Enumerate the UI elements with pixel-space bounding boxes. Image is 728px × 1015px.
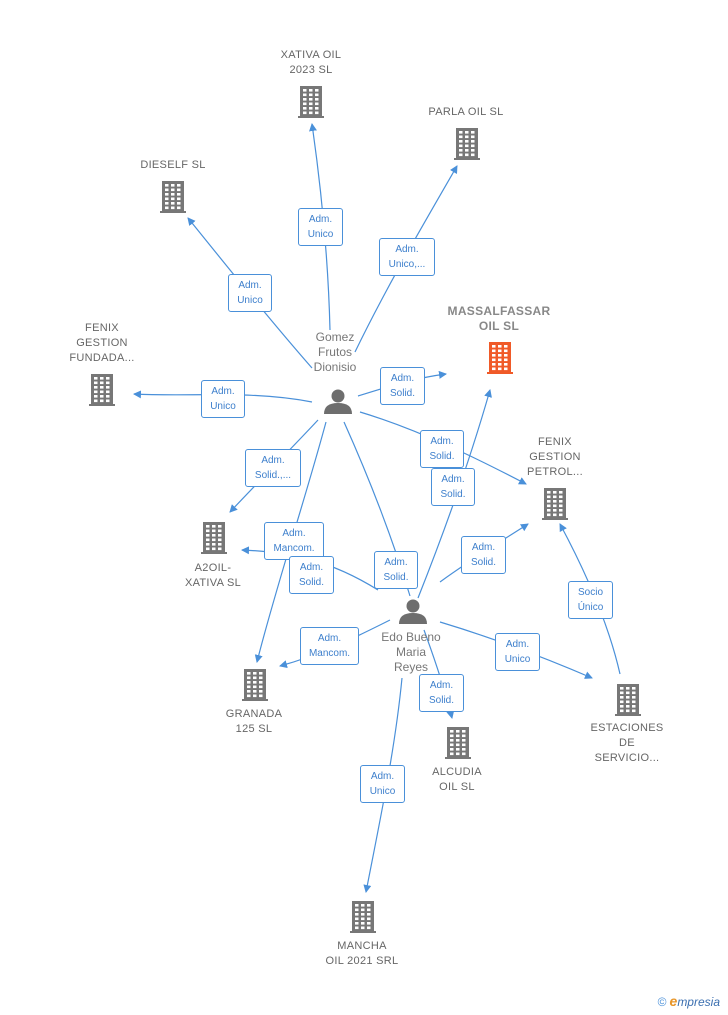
edge-label-gomez-xativa[interactable]: Adm. Unico <box>298 208 343 246</box>
brand-initial: e <box>669 993 678 1009</box>
company-label: MANCHA OIL 2021 SRL <box>325 940 399 967</box>
company-label: ALCUDIA OIL SL <box>432 766 482 793</box>
mancha-oil-2021-building-icon <box>350 901 376 933</box>
company-fenix-gestion-fundada[interactable]: FENIX GESTION FUNDADA... <box>69 321 134 366</box>
estaciones-de-servicio-building-icon <box>615 684 641 716</box>
company-granada-125[interactable]: GRANADA 125 SL <box>226 707 283 737</box>
company-a2oil-xativa[interactable]: A2OIL- XATIVA SL <box>185 561 241 591</box>
company-estaciones-de-servicio[interactable]: ESTACIONES DE SERVICIO... <box>590 721 663 766</box>
edge-label-gomez-a2oil[interactable]: Adm. Solid.,... <box>245 449 301 487</box>
edge-label-gomez-granada[interactable]: Adm. Mancom. <box>264 522 324 560</box>
person-gomez-frutos-dionisio[interactable]: Gomez Frutos Dionisio <box>314 330 357 375</box>
company-label: DIESELF SL <box>140 159 206 171</box>
company-label: MASSALFASSAR OIL SL <box>447 304 551 333</box>
massalfassar-oil-building-icon <box>487 342 513 374</box>
edge-label-gomez-dieself[interactable]: Adm. Unico <box>228 274 272 312</box>
copyright-icon: © <box>657 995 667 1009</box>
edge-label-gomez-massalfassar[interactable]: Adm. Solid. <box>380 367 425 405</box>
edge-label-edo-fenix-petrol[interactable]: Adm. Solid. <box>461 536 506 574</box>
xativa-oil-building-icon <box>298 86 324 118</box>
edge-label-edo-massalfassar[interactable]: Adm. Solid. <box>431 468 475 506</box>
edo-bueno-maria-reyes-person-icon <box>399 599 427 624</box>
company-parla-oil[interactable]: PARLA OIL SL <box>428 105 503 120</box>
dieself-building-icon <box>160 181 186 213</box>
a2oil-xativa-building-icon <box>201 522 227 554</box>
company-massalfassar-oil[interactable]: MASSALFASSAR OIL SL <box>448 304 551 334</box>
edge-label-edo-granada[interactable]: Adm. Mancom. <box>300 627 359 665</box>
company-xativa-oil[interactable]: XATIVA OIL 2023 SL <box>281 48 342 78</box>
brand-name: mpresia <box>677 995 720 1009</box>
edge-label-gomez-parla[interactable]: Adm. Unico,... <box>379 238 435 276</box>
company-label: PARLA OIL SL <box>428 106 504 118</box>
company-fenix-gestion-petrol[interactable]: FENIX GESTION PETROL... <box>527 435 583 480</box>
edge-label-edo-alcudia[interactable]: Adm. Solid. <box>419 674 464 712</box>
company-label: FENIX GESTION FUNDADA... <box>69 322 135 364</box>
empresia-logo[interactable]: ©empresia <box>658 993 720 1009</box>
edge-label-gomez-fenix-petrol[interactable]: Adm. Solid. <box>420 430 464 468</box>
fenix-gestion-fundada-building-icon <box>89 374 115 406</box>
company-label: ESTACIONES DE SERVICIO... <box>590 722 664 764</box>
person-label: Edo Bueno Maria Reyes <box>381 630 441 674</box>
person-edo-bueno-maria-reyes[interactable]: Edo Bueno Maria Reyes <box>381 630 440 675</box>
company-label: A2OIL- XATIVA SL <box>184 562 242 589</box>
edge-label-edo-a2oil[interactable]: Adm. Solid. <box>289 556 334 594</box>
edge-label-edo-estaciones[interactable]: Adm. Unico <box>495 633 540 671</box>
parla-oil-building-icon <box>454 128 480 160</box>
fenix-gestion-petrol-building-icon <box>542 488 568 520</box>
edge-label-gomez-edo[interactable]: Adm. Solid. <box>374 551 418 589</box>
company-label: FENIX GESTION PETROL... <box>527 436 583 478</box>
company-mancha-oil-2021[interactable]: MANCHA OIL 2021 SRL <box>326 939 399 969</box>
granada-125-building-icon <box>242 669 268 701</box>
company-alcudia-oil[interactable]: ALCUDIA OIL SL <box>432 765 482 795</box>
edge-label-edo-mancha[interactable]: Adm. Unico <box>360 765 405 803</box>
edge-label-estaciones-fenix[interactable]: Socio Único <box>568 581 613 619</box>
gomez-frutos-dionisio-person-icon <box>324 389 352 414</box>
company-dieself[interactable]: DIESELF SL <box>140 158 205 173</box>
company-label: XATIVA OIL 2023 SL <box>280 49 342 76</box>
alcudia-oil-building-icon <box>445 727 471 759</box>
company-label: GRANADA 125 SL <box>225 708 283 735</box>
person-label: Gomez Frutos Dionisio <box>313 330 357 374</box>
edge-label-gomez-fenix-fundada[interactable]: Adm. Unico <box>201 380 245 418</box>
